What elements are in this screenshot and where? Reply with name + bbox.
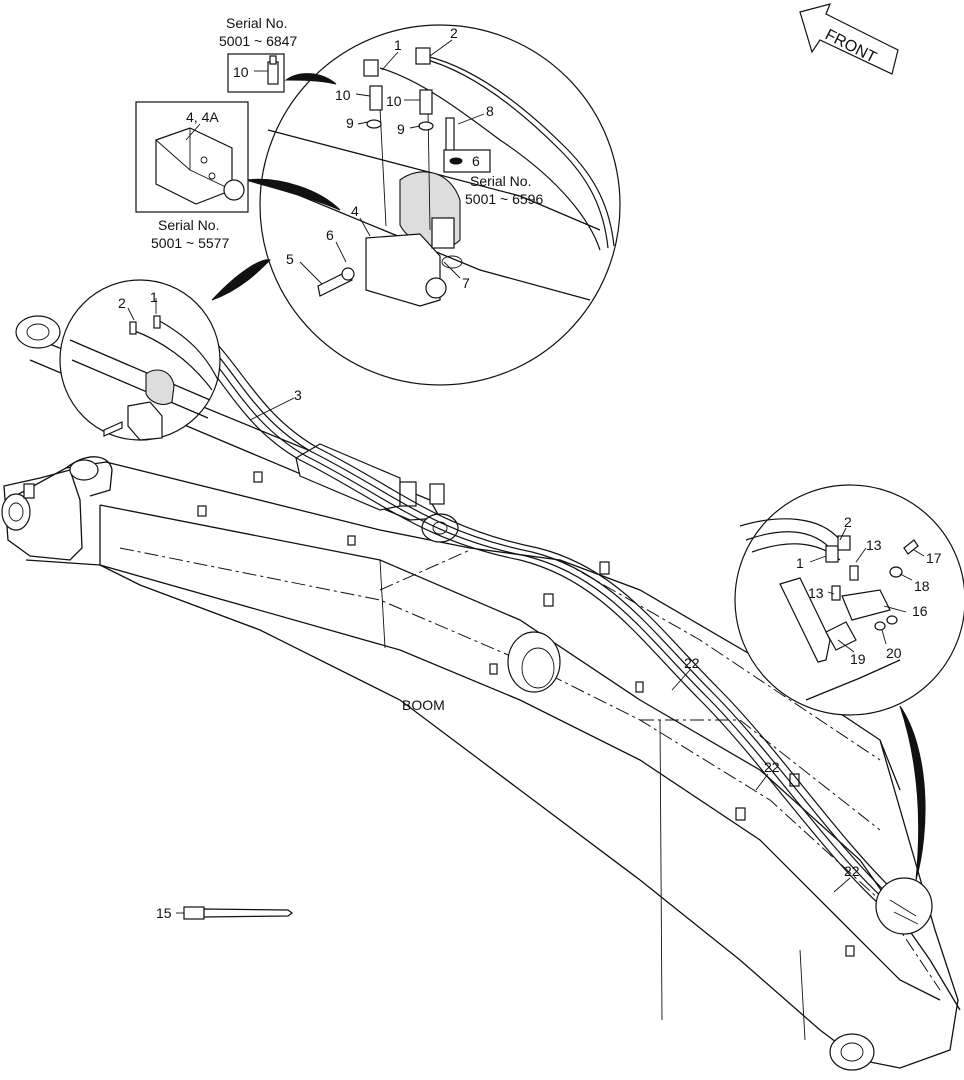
callout-9: 9 [346, 115, 354, 131]
callout-9: 9 [397, 121, 405, 137]
callout-3: 3 [294, 387, 302, 403]
callout-20: 20 [886, 645, 902, 661]
serial-note-1-heading: Serial No. [226, 15, 287, 31]
callout-5: 5 [286, 251, 294, 267]
callout-7: 7 [462, 275, 470, 291]
callout-1: 1 [796, 555, 804, 571]
callout-4-4a: 4, 4A [186, 109, 219, 125]
callout-1: 1 [394, 37, 402, 53]
callout-6: 6 [326, 227, 334, 243]
cable-tie-part [183, 906, 293, 920]
callout-6: 6 [472, 153, 480, 169]
boom-label: BOOM [402, 697, 445, 713]
callout-4: 4 [351, 203, 359, 219]
callout-22: 22 [764, 759, 780, 775]
callout-labels: Serial No. 5001 ~ 6847 Serial No. 5001 ~… [118, 15, 942, 921]
serial-note-2-heading: Serial No. [158, 217, 219, 233]
callout-17: 17 [926, 550, 942, 566]
inset-frame-valve [135, 101, 249, 213]
callout-16: 16 [912, 603, 928, 619]
callout-22: 22 [844, 863, 860, 879]
callout-15: 15 [156, 905, 172, 921]
detail-view-left [59, 279, 221, 441]
callout-10: 10 [386, 93, 402, 109]
serial-note-1-range: 5001 ~ 6847 [219, 33, 297, 49]
callout-10: 10 [233, 64, 249, 80]
callout-10: 10 [335, 87, 351, 103]
callout-box-6 [443, 149, 491, 173]
detail-view-valve [211, 24, 621, 386]
inset-valve-block [135, 101, 249, 213]
callout-2: 2 [118, 295, 126, 311]
callout-13: 13 [808, 585, 824, 601]
callout-8: 8 [486, 103, 494, 119]
hydraulic-hose-bundle [159, 309, 899, 906]
callout-13: 13 [866, 537, 882, 553]
callout-2: 2 [450, 25, 458, 41]
callout-18: 18 [914, 578, 930, 594]
callout-22: 22 [684, 655, 700, 671]
serial-note-3-range: 5001 ~ 6596 [465, 191, 543, 207]
callout-2: 2 [844, 514, 852, 530]
part-6-marker [449, 157, 463, 165]
callout-1: 1 [150, 289, 158, 305]
callout-19: 19 [850, 651, 866, 667]
serial-note-2-range: 5001 ~ 5577 [151, 235, 229, 251]
front-direction-arrow: FRONT [799, 3, 899, 75]
serial-note-3-heading: Serial No. [470, 173, 531, 189]
inset-frame-fitting [227, 53, 285, 93]
detail-view-right [734, 484, 964, 935]
